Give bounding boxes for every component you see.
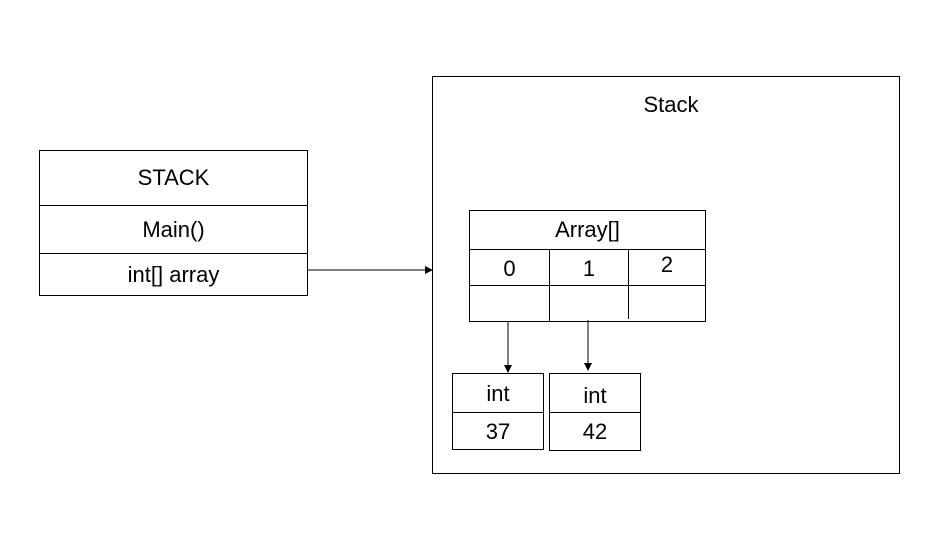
array-col-divider-2 — [628, 249, 629, 319]
int-type-label-1: int — [486, 381, 510, 406]
left-stack-title: STACK — [137, 165, 210, 190]
array-index-0: 0 — [503, 256, 516, 281]
int-box-37-divider — [453, 412, 543, 413]
left-stack-box: STACK Main() int[] array — [39, 150, 308, 296]
int-value-42: 42 — [582, 419, 608, 444]
array-title-divider — [470, 249, 705, 250]
int-box-42-divider — [550, 412, 640, 413]
array-box: Array[] 0 1 2 — [469, 210, 706, 322]
int-value-37: 37 — [485, 419, 511, 444]
array-index-1: 1 — [582, 256, 596, 281]
int-box-42: int 42 — [549, 373, 641, 451]
left-stack-divider-2 — [40, 253, 307, 254]
array-col-divider-1 — [549, 249, 550, 321]
right-stack-title: Stack — [643, 92, 699, 117]
array-index-2: 2 — [660, 252, 674, 277]
array-index-divider — [470, 285, 705, 286]
int-box-37: int 37 — [452, 373, 544, 450]
array-title: Array[] — [555, 217, 620, 242]
array-variable-label: int[] array — [127, 261, 220, 287]
left-stack-divider-1 — [40, 205, 307, 206]
int-type-label-2: int — [583, 383, 607, 408]
main-method-label: Main() — [142, 216, 205, 242]
